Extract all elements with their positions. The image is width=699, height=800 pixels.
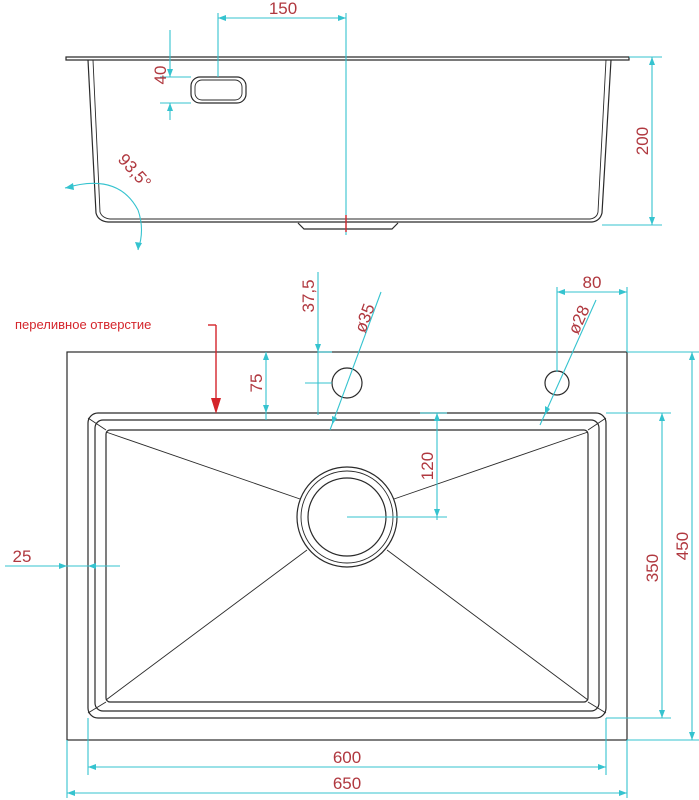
slope-line: [105, 431, 301, 500]
dim-40-label: 40: [151, 66, 170, 85]
overflow-note: переливное отверстие: [15, 317, 221, 414]
slope-line: [105, 549, 308, 701]
dim-150-label: 150: [269, 0, 297, 18]
dim-450: 450: [627, 351, 699, 741]
dim-200: 200: [602, 56, 662, 226]
dim-25: 25: [5, 547, 120, 569]
dim-d35: ø35: [329, 291, 382, 431]
dim-650: 650: [66, 740, 628, 798]
dim-450-label: 450: [673, 532, 692, 560]
slope-line: [393, 431, 589, 500]
side-bowl-outline: [87, 59, 612, 223]
dim-80: 80: [556, 273, 628, 372]
dim-350: 350: [606, 412, 671, 719]
dim-angle-label: 93,5°: [114, 150, 155, 192]
dim-angle: 93,5°: [64, 150, 155, 251]
side-drain: [297, 222, 399, 230]
dim-25-label: 25: [13, 547, 32, 566]
side-view: 150 40 200 93,5°: [64, 0, 662, 251]
dim-150: 150: [217, 0, 347, 235]
dim-75-label: 75: [247, 374, 266, 393]
bowl-rim-outer: [87, 412, 607, 719]
bowl-rim-inner: [94, 419, 600, 712]
dim-120: 120: [347, 412, 447, 520]
dim-d28-label: ø28: [564, 303, 593, 337]
side-rim: [65, 56, 630, 61]
dim-75: 75: [247, 352, 269, 420]
dim-650-label: 650: [333, 774, 361, 793]
dim-120-label: 120: [418, 452, 437, 480]
dim-37-5: 37,5: [299, 272, 332, 415]
dim-d28: ø28: [539, 299, 597, 426]
dim-350-label: 350: [643, 554, 662, 582]
top-view: переливное отверстие 37,5 ø35 75: [5, 272, 699, 798]
dim-80-label: 80: [583, 273, 602, 292]
deck-outline: [66, 351, 628, 741]
overflow-note-label: переливное отверстие: [15, 317, 151, 332]
slope-line: [386, 549, 589, 701]
dim-d35-label: ø35: [351, 301, 379, 335]
dim-200-label: 200: [633, 127, 652, 155]
dim-40: 40: [151, 30, 191, 120]
dim-600: 600: [87, 718, 607, 775]
faucet-hole-small: [544, 370, 570, 396]
overflow-slot-inner: [194, 79, 243, 101]
dim-37-5-label: 37,5: [299, 279, 318, 312]
dim-600-label: 600: [333, 748, 361, 767]
side-bowl-inner: [92, 59, 607, 220]
